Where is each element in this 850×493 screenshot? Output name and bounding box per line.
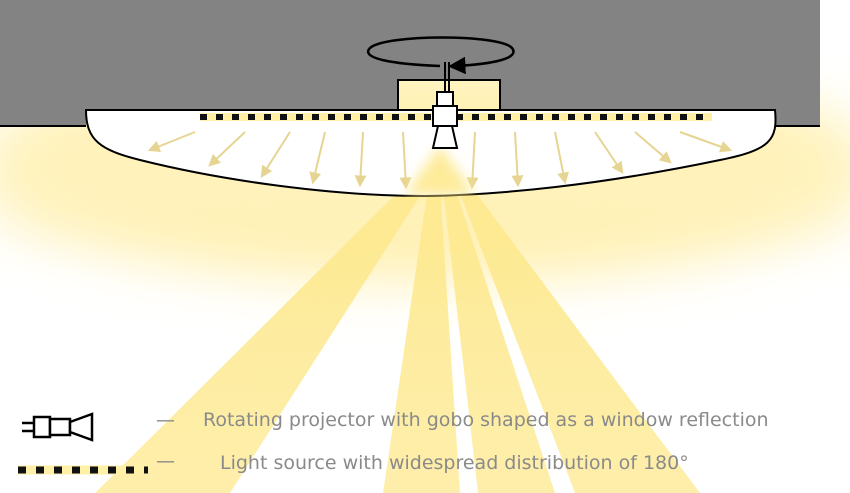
legend-label-projector: Rotating projector with gobo shaped as a… [203, 409, 769, 431]
legend-projector-icon [22, 412, 94, 442]
beam-center-left [383, 188, 460, 493]
rotation-arrow-icon [366, 36, 515, 75]
legend-dash-light-source: — [156, 450, 175, 472]
gobo-light-beams [95, 185, 700, 493]
beam-origin-glow [405, 145, 475, 195]
light-direction-arrows [147, 131, 733, 190]
beam-left [95, 185, 425, 493]
luminaire-bowl [84, 109, 777, 198]
beam-center-right [443, 188, 555, 493]
legend-label-light-source: Light source with widespread distributio… [220, 452, 689, 474]
ceiling-projector-icon [431, 62, 459, 149]
beam-right [458, 185, 700, 493]
legend-dash-projector: — [156, 409, 175, 431]
